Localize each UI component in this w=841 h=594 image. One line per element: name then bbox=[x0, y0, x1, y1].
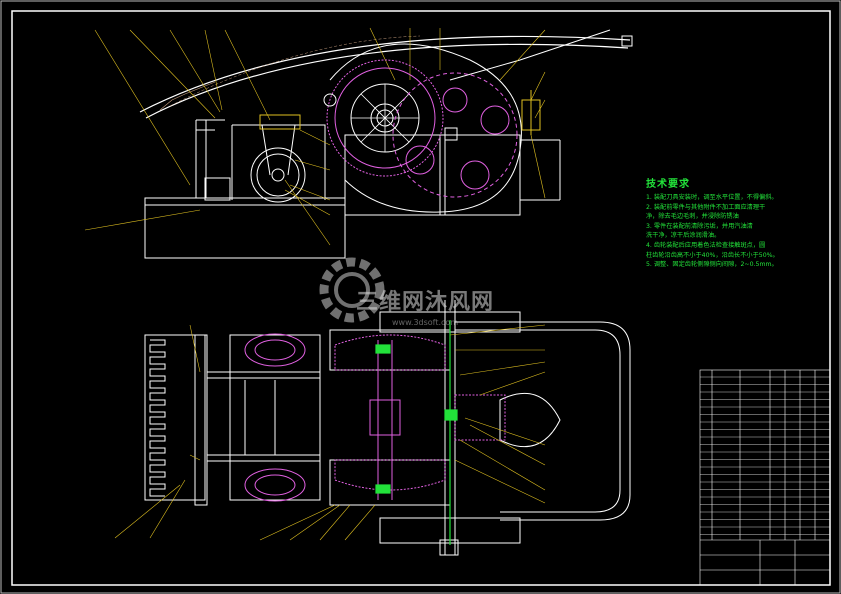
plan-gears bbox=[334, 334, 506, 500]
upper-roller bbox=[244, 333, 306, 367]
side-view bbox=[84, 27, 633, 259]
lower-roller bbox=[244, 468, 306, 502]
watermark-text: 三维网沐风网 bbox=[356, 290, 495, 315]
parts-list-table bbox=[699, 369, 831, 586]
tech-line: 2. 装配前零件与其他附件不加工面应清理干 bbox=[646, 203, 766, 211]
plan-frame bbox=[455, 321, 631, 521]
inner-border bbox=[11, 10, 831, 586]
tech-line: 洗干净，凉干后涂润滑油。 bbox=[646, 232, 721, 240]
tech-line: 净，除去毛边毛刺，并浸除防锈油 bbox=[646, 213, 739, 221]
large-gear bbox=[326, 59, 444, 177]
gear-assembly bbox=[323, 59, 518, 198]
tech-line: 柱齿轮沿齿高不小于40%，沿齿长不小于50%。 bbox=[646, 251, 779, 259]
tech-line: 4. 齿轮装配后应用着色法检查接触斑点，圆 bbox=[646, 241, 766, 249]
curved-lever bbox=[139, 35, 631, 113]
tech-line: 1. 装配刀具安装时，调至水平位置，不得偏斜。 bbox=[646, 194, 778, 201]
watermark-gear-icon bbox=[319, 257, 385, 323]
comb-cutter bbox=[149, 339, 166, 497]
tech-line: 3. 零件在装配前清除污垢，并用汽油清 bbox=[646, 222, 753, 230]
plan-view bbox=[144, 300, 631, 556]
small-wheel bbox=[250, 147, 306, 203]
tech-line: 5. 调整、固定齿轮侧隙侧向间隙，2~0.5mm。 bbox=[646, 261, 778, 269]
plan-shaft-green bbox=[375, 320, 458, 545]
base-block bbox=[144, 197, 346, 259]
watermark-url: www.3dsoft.com bbox=[392, 318, 459, 327]
technical-requirements: 技术要求 1. 装配刀具安装时，调至水平位置，不得偏斜。 2. 装配前零件与其他… bbox=[646, 175, 836, 270]
plan-callouts bbox=[114, 324, 546, 541]
gear-housing bbox=[329, 43, 522, 213]
parts-list-rows bbox=[700, 376, 830, 535]
tech-title: 技术要求 bbox=[646, 179, 690, 190]
